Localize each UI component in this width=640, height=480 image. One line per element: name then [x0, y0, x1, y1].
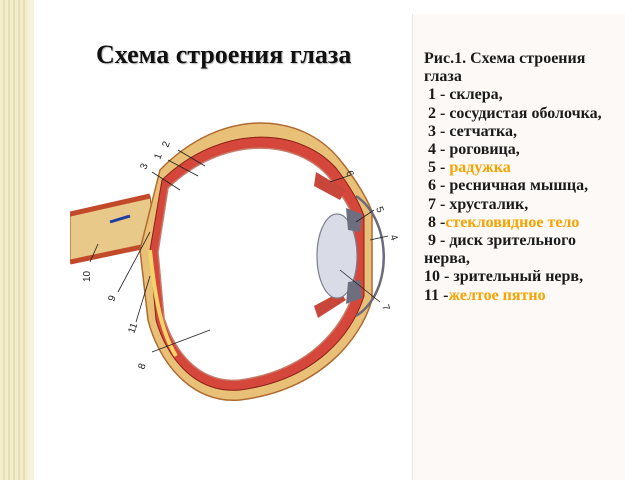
decorative-stripe — [0, 0, 28, 480]
label-4: 4 — [387, 233, 399, 242]
label-numbers: 2 1 3 4 5 6 7 8 9 10 11 — [82, 140, 400, 371]
legend-item-6: 6 - ресничная мышца, — [428, 177, 589, 195]
legend-item-11: 11 -желтое пятно — [424, 286, 546, 304]
macula-region — [148, 249, 178, 358]
label-9: 9 — [106, 294, 118, 303]
legend-item-3: 3 - сетчатка, — [428, 122, 518, 140]
label-1: 1 — [152, 152, 164, 161]
legend-item-10: 10 - зрительный нерв, — [424, 268, 584, 286]
legend-panel — [412, 14, 625, 480]
label-11: 11 — [126, 321, 140, 335]
label-10: 10 — [82, 270, 93, 282]
legend-item-8: 8 -стекловидное тело — [428, 213, 580, 231]
cornea — [355, 194, 385, 318]
label-lines — [89, 149, 389, 353]
optic-nerve-vessel — [109, 214, 131, 224]
lens — [316, 213, 358, 299]
label-6: 6 — [343, 169, 355, 178]
decorative-stripe-edge — [28, 0, 34, 480]
slide-title: Схема строения глаза — [96, 40, 352, 69]
legend-item-7: 7 - хрусталик, — [428, 195, 529, 213]
legend-caption: Рис.1. Схема строения глаза — [424, 50, 586, 86]
label-3: 3 — [138, 162, 150, 171]
label-7: 7 — [379, 303, 391, 312]
legend-item-4: 4 - роговица, — [428, 141, 520, 159]
label-8: 8 — [136, 362, 148, 371]
iris-top — [346, 208, 362, 232]
legend-item-2: 2 - сосудистая оболочка, — [428, 104, 602, 122]
label-5: 5 — [373, 205, 385, 214]
legend-item-1: 1 - склера, — [428, 86, 503, 104]
eye-diagram: 2 1 3 4 5 6 7 8 9 10 11 — [70, 122, 400, 401]
label-2: 2 — [160, 140, 172, 149]
iris-bottom — [346, 280, 362, 304]
legend-item-5: 5 - радужка — [428, 159, 511, 177]
legend: Рис.1. Схема строения глаза 1 - склера, … — [424, 50, 624, 305]
ciliary-muscle-top — [314, 172, 346, 200]
legend-item-9: 9 - диск зрительного нерва, — [424, 232, 576, 268]
